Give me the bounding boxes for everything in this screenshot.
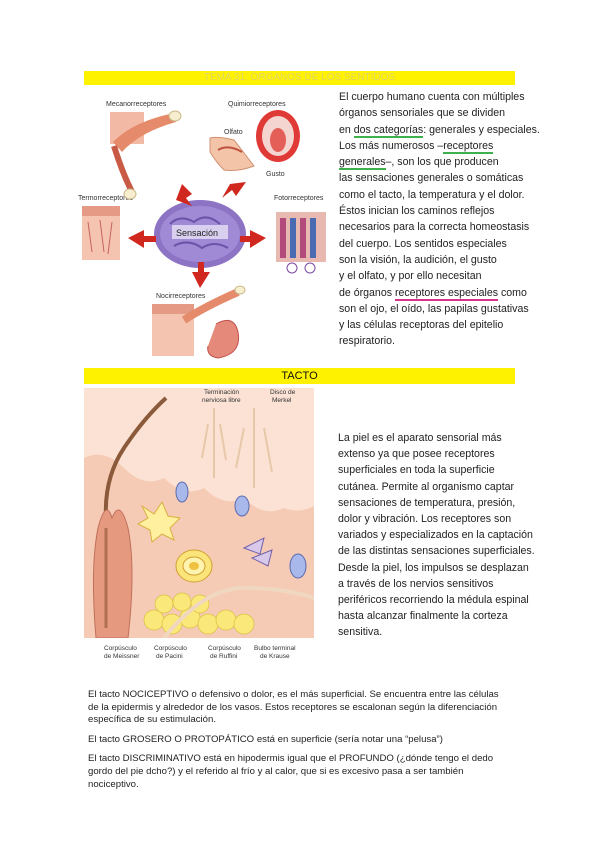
intro-line: Los más numerosos –receptores xyxy=(339,139,494,154)
intro-line: en dos categorías: generales y especiale… xyxy=(339,123,540,138)
intro-line: son la visión, la audición, el gusto xyxy=(339,253,497,266)
pacini-corpuscle xyxy=(175,549,213,583)
label-krause: de Krause xyxy=(260,653,290,660)
skin-line: de las distintas sensaciones superficial… xyxy=(338,545,535,558)
sensory-receptors-diagram: Mecanorreceptores Quimiorreceptores Olfa… xyxy=(78,101,326,359)
intro-line: de órganos receptores especiales como xyxy=(339,286,527,301)
intro-line: las sensaciones generales o somáticas xyxy=(339,172,524,185)
touch-banner: TACTO xyxy=(84,368,515,384)
label-pacini: de Pacini xyxy=(156,653,183,660)
nociceptor-illustration xyxy=(152,285,246,359)
skin-line: a través de los nervios sensitivos xyxy=(338,577,494,590)
label-sensation: Sensación xyxy=(176,228,218,238)
skin-receptors-diagram: Terminación nerviosa libre Disco de Merk… xyxy=(84,388,314,672)
skin-line: extenso ya que posee receptores xyxy=(338,448,495,461)
intro-line: Éstos inician los caminos reflejos xyxy=(339,205,495,218)
label-ruffini: Corpúsculo xyxy=(208,645,241,652)
fat-tissue xyxy=(143,592,255,635)
krause-bulbs xyxy=(175,481,307,579)
skin-text: La piel es el aparato sensorial más exte… xyxy=(338,430,535,641)
intro-line: y el olfato, y por ello necesitan xyxy=(339,270,482,283)
skin-line: variados y especializados en la captació… xyxy=(338,529,533,542)
brain-illustration: Sensación xyxy=(154,200,246,268)
intro-text: El cuerpo humano cuenta con múltiples ór… xyxy=(339,89,540,350)
label-meissner: Corpúsculo xyxy=(104,645,137,652)
highlight-general-receptors: receptores xyxy=(443,139,494,154)
label-thermoreceptors: Termorreceptores xyxy=(78,195,133,202)
photoreceptor-illustration xyxy=(276,212,326,274)
skin-line: sensaciones de temperatura, presión, xyxy=(338,496,516,509)
skin-line: sensitiva. xyxy=(338,626,383,639)
mouth-illustration xyxy=(256,110,300,162)
thermoreceptor-skin xyxy=(82,206,120,260)
label-ruffini: de Ruffini xyxy=(210,653,237,660)
highlight-special-receptors: receptores especiales xyxy=(394,286,499,301)
label-chemoreceptors: Quimiorreceptores xyxy=(228,101,286,108)
label-photoreceptors: Fotorreceptores xyxy=(274,195,324,202)
label-taste: Gusto xyxy=(266,171,285,178)
intro-line: son el ojo, el oído, las papilas gustati… xyxy=(339,302,529,315)
intro-line: El cuerpo humano cuenta con múltiples xyxy=(339,91,525,103)
intro-line: órganos sensoriales que se dividen xyxy=(339,107,506,120)
note-discriminative: El tacto DISCRIMINATIVO está en hipoderm… xyxy=(88,753,494,790)
label-krause: Bulbo terminal xyxy=(254,645,296,652)
label-free-nerve: Terminación xyxy=(204,389,239,396)
label-mechanoreceptors: Mecanorreceptores xyxy=(106,101,167,108)
topic-banner: TEMA 31: ÓRGANOS DE LOS SENTIDOS xyxy=(84,71,515,85)
label-free-nerve: nerviosa libre xyxy=(202,397,241,404)
label-pacini: Corpúsculo xyxy=(154,645,187,652)
label-smell: Olfato xyxy=(224,129,243,136)
skin-line: hasta alcanzar finalmente la corteza xyxy=(338,610,508,623)
skin-line: periféricos recorriendo la médula espina… xyxy=(338,594,529,607)
intro-line: del cuerpo. Los sentidos especiales xyxy=(339,237,507,250)
skin-line: dolor y vibración. Los receptores son xyxy=(338,513,512,526)
intro-line: respiratorio. xyxy=(339,335,395,348)
highlight-general: generales xyxy=(339,156,386,171)
skin-line: Desde la piel, los impulsos se desplazan xyxy=(338,561,529,574)
skin-line: La piel es el aparato sensorial más xyxy=(338,432,502,444)
intro-line: como el tacto, la temperatura y el dolor… xyxy=(339,188,525,201)
note-nociceptive: El tacto NOCICEPTIVO o defensivo o dolor… xyxy=(88,689,499,726)
label-meissner: de Meissner xyxy=(104,653,140,660)
intro-line: necesarios para la correcta homeostasis xyxy=(339,221,530,234)
nose-illustration xyxy=(209,136,255,171)
mechanoreceptor-illustration xyxy=(110,110,182,200)
skin-line: superficiales en toda la superficie xyxy=(338,464,495,477)
note-protopathic: El tacto GROSERO O PROTOPÁTICO está en s… xyxy=(88,733,443,745)
nerve-trunk xyxy=(162,585,314,640)
footer-notes: El tacto NOCICEPTIVO o defensivo o dolor… xyxy=(88,689,508,798)
label-merkel: Merkel xyxy=(272,397,292,404)
highlight-two-categories: dos categorías xyxy=(353,123,424,138)
ruffini-corpuscle xyxy=(242,537,273,567)
intro-line: generales–, son los que producen xyxy=(339,156,499,171)
arrows xyxy=(128,182,266,288)
skin-line: cutánea. Permite al organismo captar xyxy=(338,480,515,493)
label-nociceptors: Nocirreceptores xyxy=(156,293,206,300)
free-nerve-endings xyxy=(201,408,273,488)
label-merkel: Disco de xyxy=(270,389,296,396)
intro-line: y las células receptoras del epitelio xyxy=(339,319,504,332)
meissner-corpuscle xyxy=(136,500,182,543)
hair-follicle xyxy=(92,396,168,639)
